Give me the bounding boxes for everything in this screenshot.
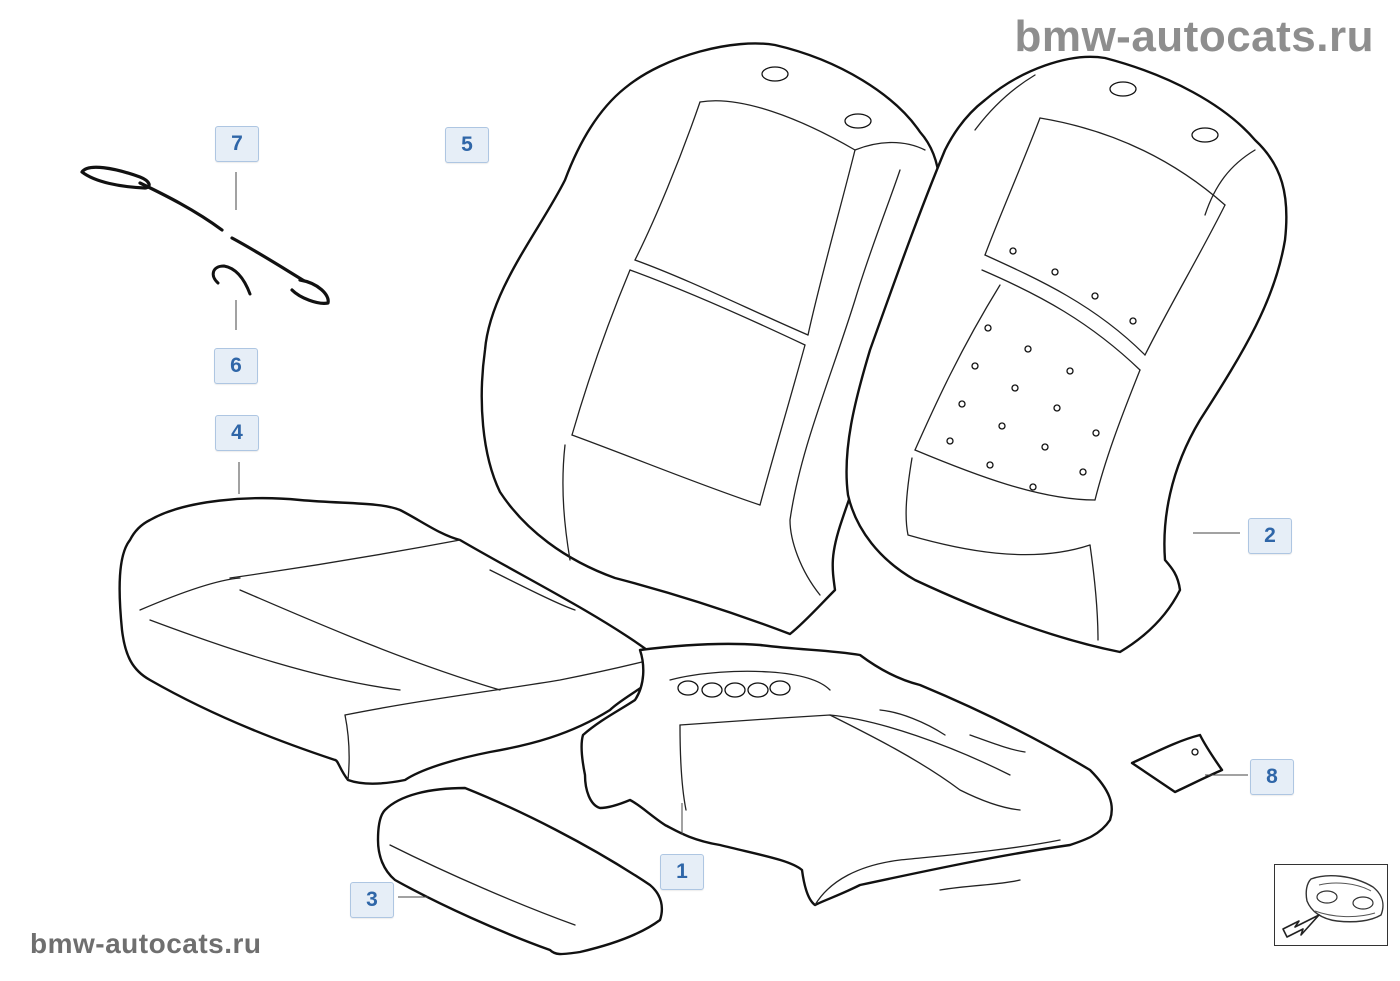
callout-6[interactable]: 6 — [214, 348, 258, 384]
car-front-arrow-icon — [1282, 875, 1384, 938]
part-7-cable[interactable] — [80, 165, 330, 305]
part-2-backrest-pad[interactable] — [845, 55, 1288, 654]
part-3-front-pad[interactable] — [376, 786, 664, 956]
part-1-seat-base[interactable] — [580, 642, 1113, 907]
part-8-plate[interactable] — [1130, 733, 1224, 794]
watermark-top: bmw-autocats.ru — [1014, 12, 1374, 61]
part-5-backrest-cover[interactable] — [480, 42, 942, 636]
callout-8[interactable]: 8 — [1250, 759, 1294, 795]
callout-1[interactable]: 1 — [660, 854, 704, 890]
part-4-seat-cushion-cover[interactable] — [118, 496, 661, 785]
leader-lines — [235, 172, 1248, 898]
watermark-bottom: bmw-autocats.ru — [30, 928, 262, 959]
callout-3[interactable]: 3 — [350, 882, 394, 918]
part-6-clip[interactable] — [211, 264, 252, 296]
callout-2[interactable]: 2 — [1248, 518, 1292, 554]
callout-5[interactable]: 5 — [445, 127, 489, 163]
callout-4[interactable]: 4 — [215, 415, 259, 451]
callout-7[interactable]: 7 — [215, 126, 259, 162]
navigation-thumbnail[interactable] — [1274, 864, 1388, 946]
